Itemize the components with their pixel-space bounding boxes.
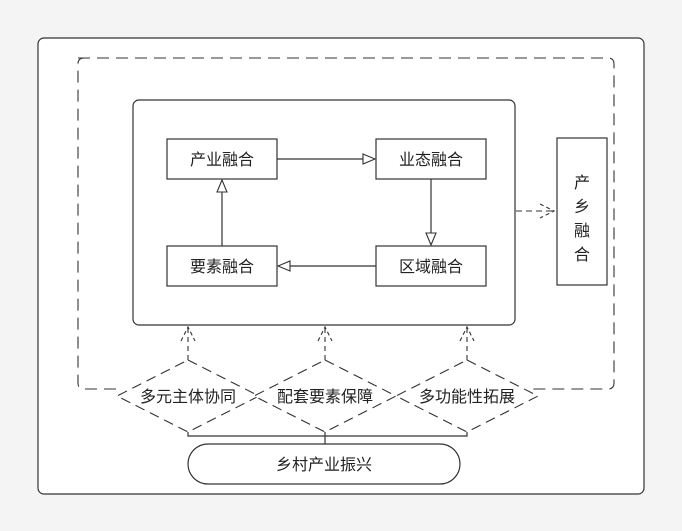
- multi-subject-diamond: [115, 359, 261, 433]
- format-fusion-box: [375, 138, 487, 180]
- urban-rural-char-2: 乡: [574, 197, 590, 216]
- industry-fusion-label: 产业融合: [190, 150, 254, 169]
- multi-function-label: 多功能性拓展: [419, 387, 515, 406]
- region-fusion-box: [375, 245, 487, 287]
- industry-fusion-box: [166, 138, 278, 180]
- fusion-core-frame: [132, 99, 516, 326]
- urban-rural-char-4: 合: [574, 245, 590, 264]
- multi-function-diamond: [394, 359, 540, 433]
- urban-rural-char-3: 融: [574, 221, 590, 240]
- supporting-factors-label: 配套要素保障: [277, 387, 373, 406]
- factor-fusion-label: 要素融合: [190, 257, 254, 276]
- format-fusion-label: 业态融合: [399, 150, 463, 169]
- dashed-boundary: [77, 57, 615, 390]
- bracket-connector: [187, 432, 468, 444]
- multi-subject-label: 多元主体协同: [140, 387, 236, 406]
- rural-revitalization-label: 乡村产业振兴: [276, 455, 372, 474]
- supporting-factors-diamond: [252, 359, 398, 433]
- rural-revitalization-box: [187, 443, 461, 485]
- urban-rural-char-1: 产: [574, 173, 590, 192]
- region-fusion-label: 区域融合: [399, 257, 463, 276]
